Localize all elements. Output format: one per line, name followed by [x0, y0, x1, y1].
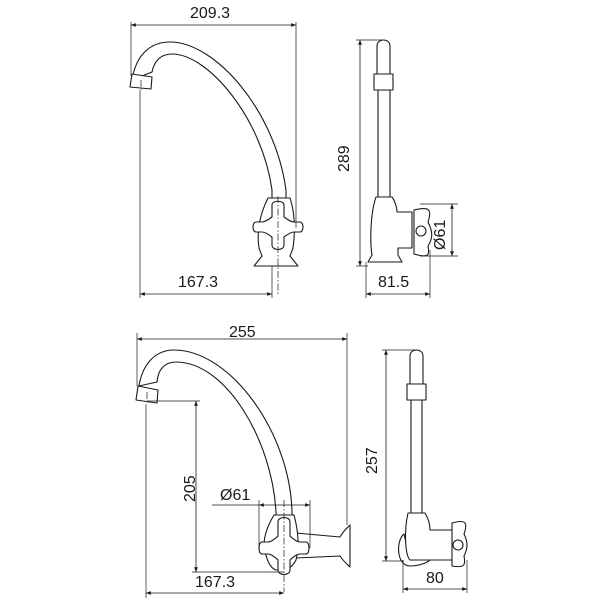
top-front-view	[129, 22, 304, 298]
dim-top-front-width: 209.3	[190, 5, 231, 22]
top-side-body	[367, 196, 413, 263]
top-spout	[131, 41, 287, 201]
bottom-side-aerator	[406, 383, 427, 401]
dim-bottom-front-handle-diameter: Ø61	[220, 487, 251, 504]
dim-top-front-reach: 167.3	[178, 274, 219, 291]
dim-top-side-handle-diameter: Ø61	[432, 219, 449, 250]
bottom-cross-handle-icon	[258, 516, 310, 576]
bottom-spout	[138, 349, 293, 521]
top-side-tip	[376, 39, 391, 75]
dim-bottom-front-width: 255	[229, 324, 256, 341]
dim-top-side-height: 289	[336, 145, 353, 172]
dim-bottom-side-height: 257	[364, 447, 381, 474]
bottom-side-escutcheon	[398, 533, 431, 567]
top-side-view	[356, 39, 458, 298]
bottom-front-view	[135, 333, 351, 598]
dim-bottom-side-projection: 80	[426, 570, 444, 587]
bottom-side-view	[382, 349, 468, 593]
dim-bottom-front-outlet-height: 205	[182, 475, 199, 502]
bottom-side-tip	[409, 349, 424, 385]
bottom-side-stem	[410, 399, 423, 514]
top-side-stem	[377, 89, 391, 198]
dim-top-side-depth: 81.5	[378, 274, 410, 291]
bottom-side-body	[405, 512, 459, 561]
bottom-wall-arm	[295, 524, 351, 568]
top-side-aerator	[373, 73, 394, 91]
dim-bottom-front-reach: 167.3	[195, 574, 236, 591]
